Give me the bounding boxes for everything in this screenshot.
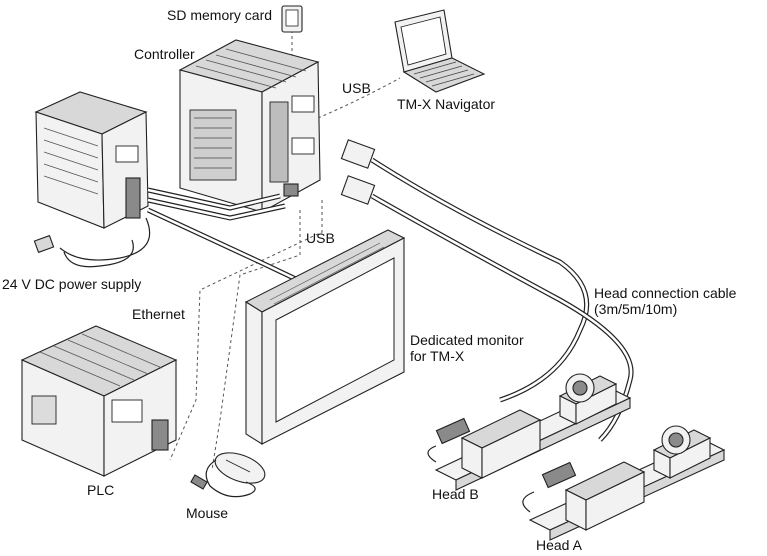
controller-unit [178, 39, 321, 213]
laptop-icon [394, 9, 486, 93]
head-b-label: Head B [432, 486, 479, 502]
mouse-device [190, 452, 266, 498]
plc-unit [20, 325, 178, 477]
plc-label: PLC [87, 482, 115, 498]
controller-label: Controller [134, 46, 195, 62]
monitor-unit [244, 229, 406, 445]
usb-label-mid: USB [306, 230, 335, 246]
usb-label-top: USB [342, 80, 371, 96]
navigator-label: TM-X Navigator [397, 96, 496, 112]
monitor-label-line1: Dedicated monitor [410, 332, 524, 348]
ethernet-label: Ethernet [132, 306, 185, 322]
head-cable-label-line2: (3m/5m/10m) [594, 301, 678, 317]
mouse-label: Mouse [186, 505, 229, 521]
head-cable-label-line1: Head connection cable [594, 285, 737, 301]
monitor-label-line2: for TM-X [410, 348, 465, 364]
power-supply-label: 24 V DC power supply [2, 276, 142, 292]
sd-card-icon [281, 5, 303, 33]
power-cord [33, 217, 151, 268]
head-a-label: Head A [536, 537, 582, 553]
power-supply-unit [34, 91, 149, 229]
usb-link-monitor [211, 210, 301, 471]
head-b-unit [427, 373, 632, 491]
sd-card-label: SD memory card [167, 7, 273, 23]
head-a-unit [522, 425, 726, 541]
